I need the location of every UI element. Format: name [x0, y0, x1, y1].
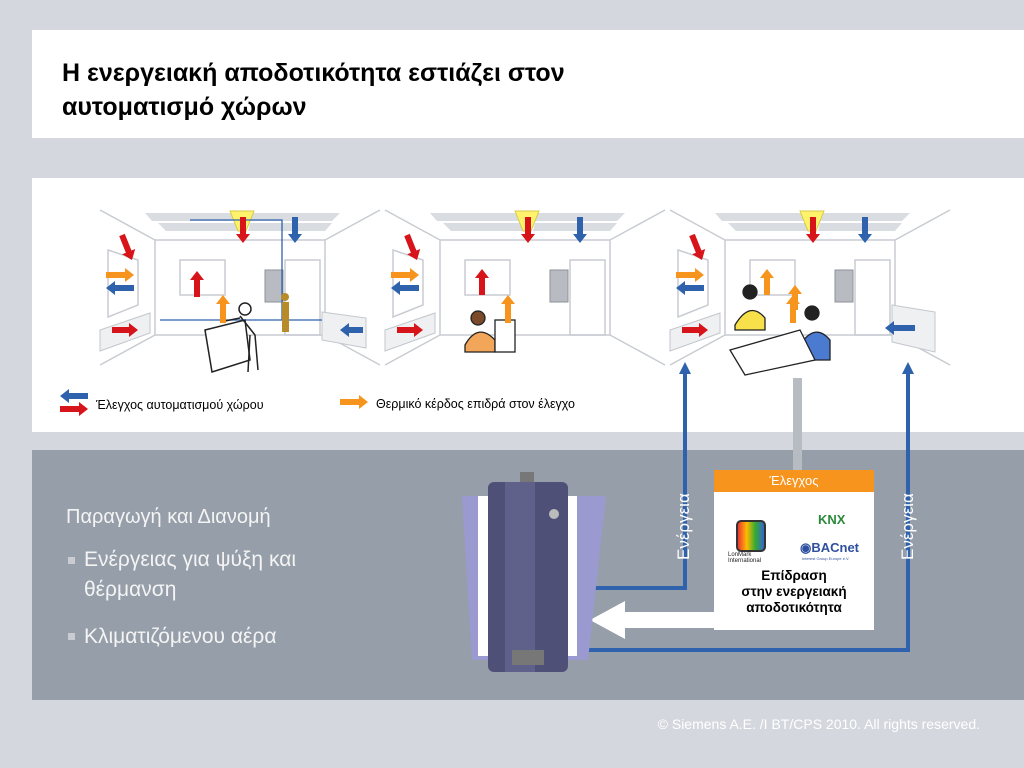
energy-label-right: Ενέργεια — [898, 493, 917, 560]
energy-label-left: Ενέργεια — [674, 493, 693, 560]
title-line-1: Η ενεργειακή αποδοτικότητα εστιάζει στον — [62, 59, 565, 87]
title-banner — [32, 30, 1024, 138]
slide-title: Η ενεργειακή αποδοτικότητα εστιάζει στον… — [62, 56, 712, 124]
title-line-2: αυτοματισμό χώρων — [62, 93, 307, 121]
water-heater-icon — [462, 472, 606, 672]
heat-arrow-icon — [397, 323, 423, 337]
cooling-arrow-icon — [106, 281, 134, 295]
generation-heading: Παραγωγή και Διανομή — [66, 506, 271, 528]
heat-arrow-icon — [521, 217, 535, 243]
heat-arrow-icon — [806, 217, 820, 243]
heat-arrow-icon — [682, 323, 708, 337]
knx-logo: KNX — [818, 512, 846, 527]
cooling-arrow-icon — [391, 281, 419, 295]
person-at-copier-icon — [204, 302, 259, 373]
bacnet-subtitle: Interest Group Europe e.V. — [802, 556, 850, 561]
thermal-gain-arrow-icon — [788, 285, 802, 310]
energy-arrow-head — [679, 362, 691, 374]
heat-arrow-icon — [190, 271, 204, 297]
control-box-header: Έλεγχος — [714, 470, 874, 492]
legend-room-control: Έλεγχος αυτοματισμού χώρου — [96, 398, 264, 412]
bullet-icon — [68, 557, 75, 564]
bullet-energy-line-1: Ενέργειας για ψύξη και — [84, 548, 296, 571]
maintenance-person-icon — [281, 293, 289, 332]
thermal-gain-arrow-icon — [216, 295, 230, 323]
control-connector — [793, 378, 802, 470]
bullet-energy-line-2: θέρμανση — [84, 578, 177, 601]
thermal-gain-arrow-icon — [106, 268, 134, 282]
heat-arrow-icon — [119, 233, 136, 260]
efficiency-feedback-arrow — [590, 601, 714, 639]
bullet-energy: Ενέργειας για ψύξη και θέρμανση — [84, 545, 296, 605]
bullet-conditioned-air: Κλιματιζόμενου αέρα — [84, 625, 277, 648]
copyright-footer: © Siemens A.E. /I BT/CPS 2010. All right… — [657, 716, 980, 732]
legend-thermal-gain: Θερμικό κέρδος επιδρά στον έλεγχο — [376, 397, 575, 411]
heat-arrow-icon — [475, 269, 489, 295]
bullet-icon — [68, 633, 75, 640]
cooling-arrow-icon — [885, 321, 915, 335]
legend-heat-arrow-icon — [60, 402, 88, 416]
legend-thermal-gain-arrow-icon — [340, 395, 368, 409]
heat-arrow-icon — [404, 233, 421, 260]
thermal-gain-arrow-icon — [760, 269, 774, 295]
legend-cooling-arrow-icon — [60, 389, 88, 403]
heat-arrow-icon — [236, 217, 250, 243]
meeting-people-icon — [729, 284, 831, 376]
heat-arrow-icon — [689, 233, 706, 260]
cooling-arrow-icon — [858, 217, 872, 243]
cooling-arrow-icon — [288, 217, 302, 243]
cooling-arrow-icon — [573, 217, 587, 243]
thermal-gain-arrow-icon — [501, 295, 515, 323]
lonmark-logo-icon — [736, 520, 766, 552]
cooling-arrow-icon — [340, 323, 363, 337]
cooling-arrow-icon — [676, 281, 704, 295]
energy-supply-lines — [580, 372, 910, 652]
thermal-gain-arrow-icon — [391, 268, 419, 282]
bacnet-logo: ◉BACnet — [800, 540, 860, 555]
energy-arrow-head — [902, 362, 914, 374]
thermal-gain-arrow-icon — [676, 268, 704, 282]
heat-arrow-icon — [112, 323, 138, 337]
